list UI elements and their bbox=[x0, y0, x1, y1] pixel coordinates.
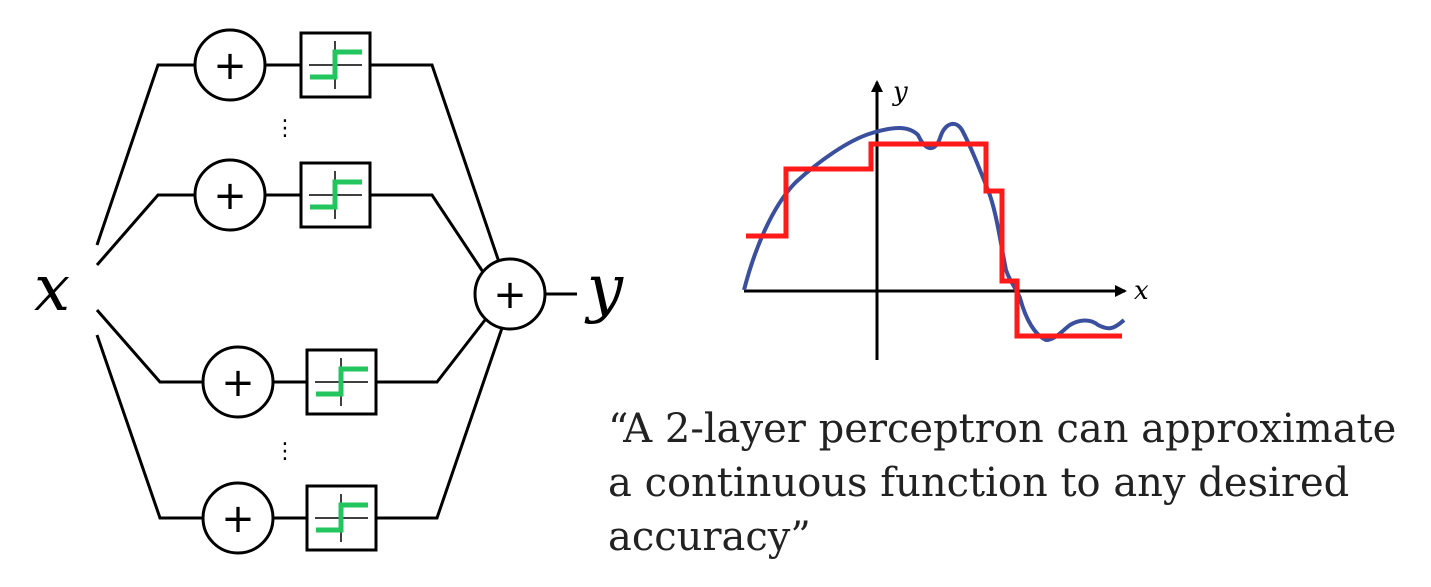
ellipsis-bottom: ⋮ bbox=[274, 439, 296, 464]
ellipsis-top: ⋮ bbox=[274, 116, 296, 141]
step-function-icon bbox=[316, 366, 368, 397]
network bbox=[95, 63, 577, 520]
input-wire-4 bbox=[95, 334, 203, 520]
step-activation-4 bbox=[305, 484, 378, 552]
hidden-sum-node-3: + bbox=[201, 345, 275, 419]
hidden-sum-node-4: + bbox=[201, 481, 275, 555]
step-function-icon bbox=[310, 49, 362, 80]
step-activation-1 bbox=[299, 31, 372, 99]
sum-symbol: + bbox=[221, 360, 255, 406]
output-wire-4 bbox=[376, 327, 504, 520]
hidden-sum-node-1: + bbox=[193, 28, 267, 102]
caption-line-1: “A 2-layer perceptron can approximate bbox=[608, 406, 1397, 452]
output-wire-1 bbox=[370, 63, 502, 266]
y-axis-label: y bbox=[892, 77, 908, 107]
hidden-sum-node-2: + bbox=[193, 158, 267, 232]
output-label: y bbox=[584, 252, 624, 326]
sum-symbol: + bbox=[213, 173, 247, 219]
sum-symbol: + bbox=[213, 43, 247, 89]
step-function-icon bbox=[316, 502, 368, 533]
caption-line-3: accuracy” bbox=[608, 514, 811, 560]
input-label: x bbox=[34, 252, 70, 326]
caption-quote: “A 2-layer perceptron can approximate a … bbox=[608, 402, 1408, 564]
caption-line-2: a continuous function to any desired bbox=[608, 460, 1350, 506]
output-sum-node: + bbox=[473, 257, 547, 331]
input-wire-3 bbox=[95, 309, 203, 384]
target-function-curve bbox=[742, 121, 1126, 343]
input-wire-2 bbox=[95, 193, 195, 266]
sum-symbol: + bbox=[493, 272, 527, 318]
sum-symbol: + bbox=[221, 496, 255, 542]
x-axis-label: x bbox=[1134, 276, 1149, 306]
output-wire-3 bbox=[376, 319, 487, 384]
step-activation-3 bbox=[305, 348, 378, 416]
input-wire-1 bbox=[95, 63, 195, 246]
step-activation-2 bbox=[299, 161, 372, 229]
output-wire-2 bbox=[370, 193, 485, 273]
step-approximation bbox=[746, 141, 1122, 339]
approximation-plot: x y bbox=[742, 77, 1149, 360]
step-function-icon bbox=[310, 179, 362, 210]
